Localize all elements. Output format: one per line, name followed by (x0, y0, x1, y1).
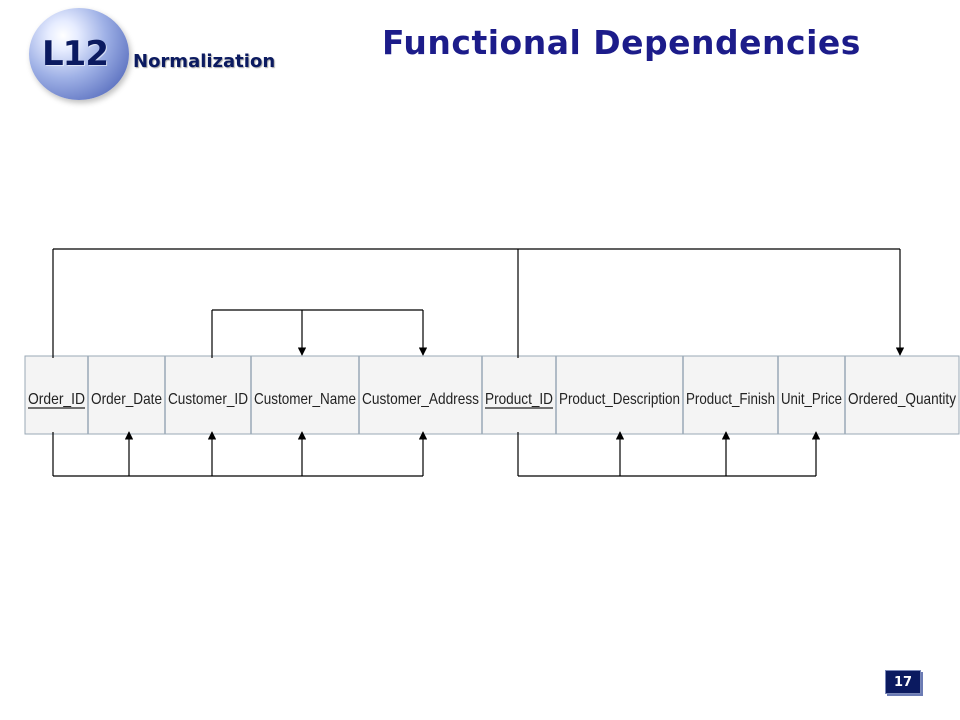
dependency-3 (211, 309, 428, 358)
lecture-orb (29, 8, 129, 100)
dependency-4 (52, 248, 905, 358)
attr-product-finish: Product_Finish (686, 391, 775, 408)
attr-customer-name: Customer_Name (254, 391, 356, 408)
attr-order-date: Order_Date (91, 391, 162, 408)
attr-product-id: Product_ID (485, 391, 553, 408)
page-number-badge: 17 (885, 670, 921, 694)
attr-customer-address: Customer_Address (362, 391, 479, 408)
attr-order-id: Order_ID (28, 391, 85, 408)
lecture-code: L12 (42, 34, 109, 74)
attribute-table-frame (24, 355, 960, 435)
attr-customer-id: Customer_ID (168, 391, 248, 408)
attr-unit-price: Unit_Price (781, 391, 842, 408)
header-decoration-lines (80, 72, 610, 104)
dependency-2 (517, 431, 821, 477)
slide-title: Functional Dependencies (382, 23, 861, 62)
lecture-subtitle: Normalization (133, 51, 276, 72)
attr-product-description: Product_Description (559, 391, 680, 408)
dependency-1 (52, 431, 428, 477)
attr-ordered-quantity: Ordered_Quantity (848, 391, 956, 408)
